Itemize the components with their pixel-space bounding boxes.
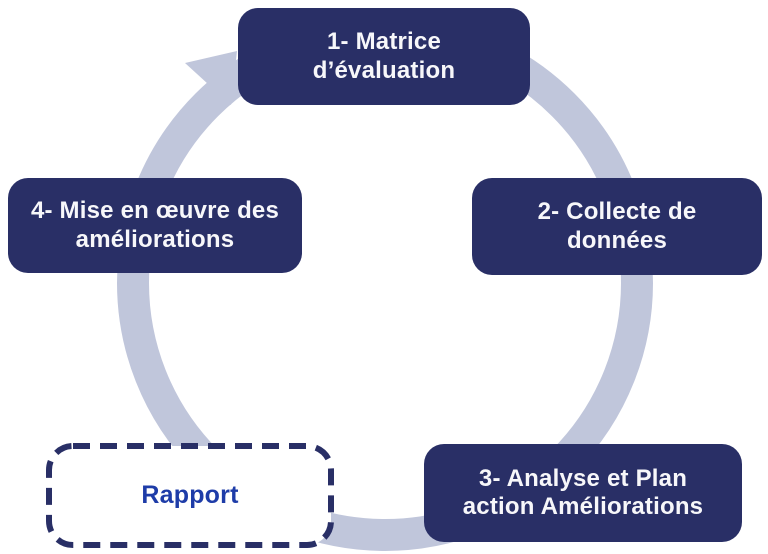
- step-box-4: 4- Mise en œuvre des améliorations: [8, 178, 302, 273]
- step-box-3: 3- Analyse et Plan action Améliorations: [424, 444, 742, 542]
- step-box-1: 1- Matrice d’évaluation: [238, 8, 530, 105]
- step-box-2: 2- Collecte de données: [472, 178, 762, 275]
- rapport-label: Rapport: [141, 481, 239, 509]
- cycle-arrowhead-icon: [185, 51, 237, 105]
- step-label-2: 2- Collecte de données: [537, 198, 697, 254]
- rapport-box-border: [46, 443, 334, 548]
- rapport-box: Rapport: [49, 446, 331, 545]
- step-label-1: 1- Matrice d’évaluation: [312, 28, 456, 84]
- step-label-4: 4- Mise en œuvre des améliorations: [30, 197, 280, 253]
- step-label-3: 3- Analyse et Plan action Améliorations: [462, 464, 704, 521]
